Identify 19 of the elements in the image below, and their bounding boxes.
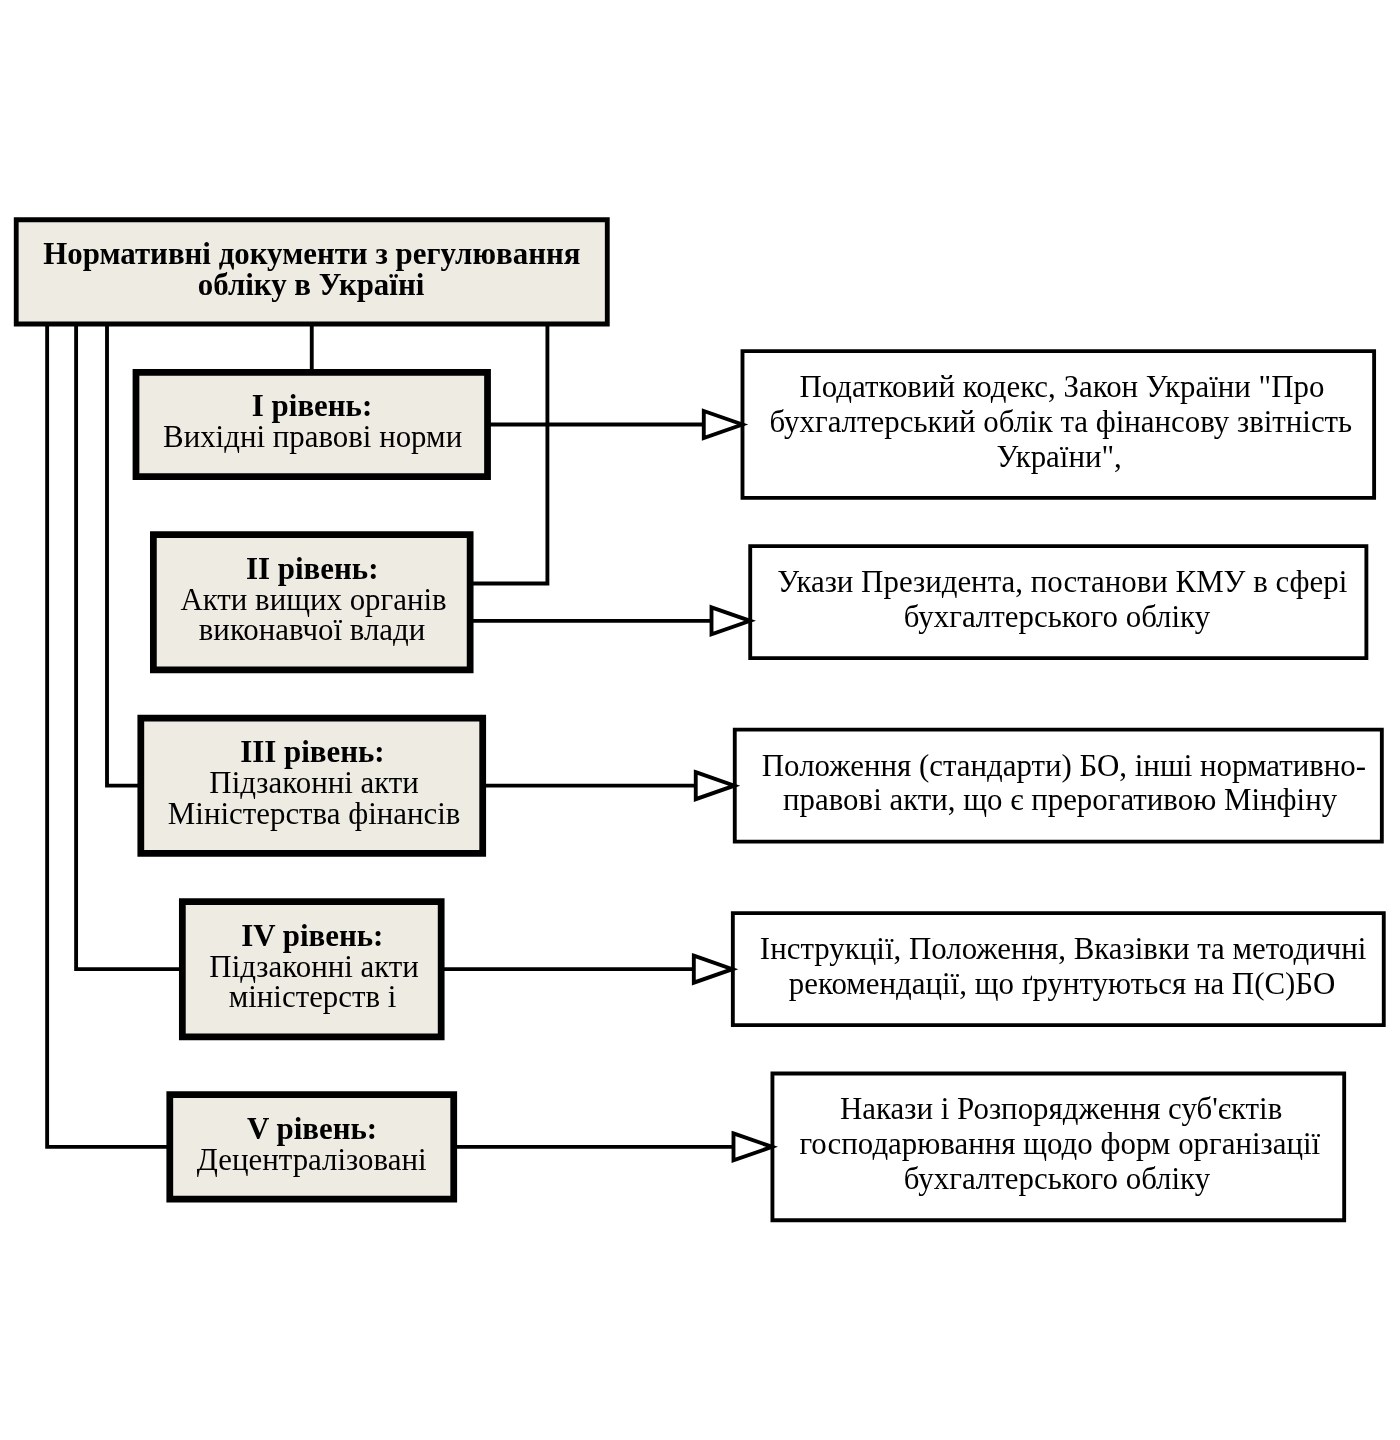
node-box: Нормативні документи з регулювання обліку в Україні [13, 217, 610, 327]
node-box: IV рівень: Підзаконні акти міністерств і [178, 898, 445, 1041]
node-box: Положення (стандарти) БО, інші нормативно-правові акти, що є прерогативою Мінфіну [732, 727, 1384, 844]
node-box: Податковий кодекс, Закон України "Про бухгалтерський облік та фінансову звітність України", [740, 349, 1377, 500]
connector [470, 324, 550, 586]
node-box: II рівень: Акти вищих органів виконавчої влади [150, 531, 474, 674]
connector [105, 324, 140, 788]
connector [309, 324, 314, 372]
arrow [441, 952, 739, 986]
connector [45, 324, 170, 1149]
arrow [487, 408, 749, 441]
node-box: Укази Президента, постанови КМУ в сфері бухгалтерського обліку [748, 544, 1369, 661]
arrow [471, 604, 756, 638]
node-box: I рівень: Вихідні правові норми [132, 368, 491, 480]
node-box: Інструкції, Положення, Вказівки та методичні рекомендації, що ґрунтуються на П(С)БО [730, 911, 1386, 1028]
node-box: V рівень: Децентралізовані [166, 1091, 458, 1203]
arrow [483, 769, 741, 802]
node-box: III рівень: Підзаконні акти Міністерства фінансів [137, 714, 487, 857]
node-box: Накази і Розпорядження суб'єктів господарювання щодо форм організації бухгалтерського обліку [770, 1071, 1347, 1223]
